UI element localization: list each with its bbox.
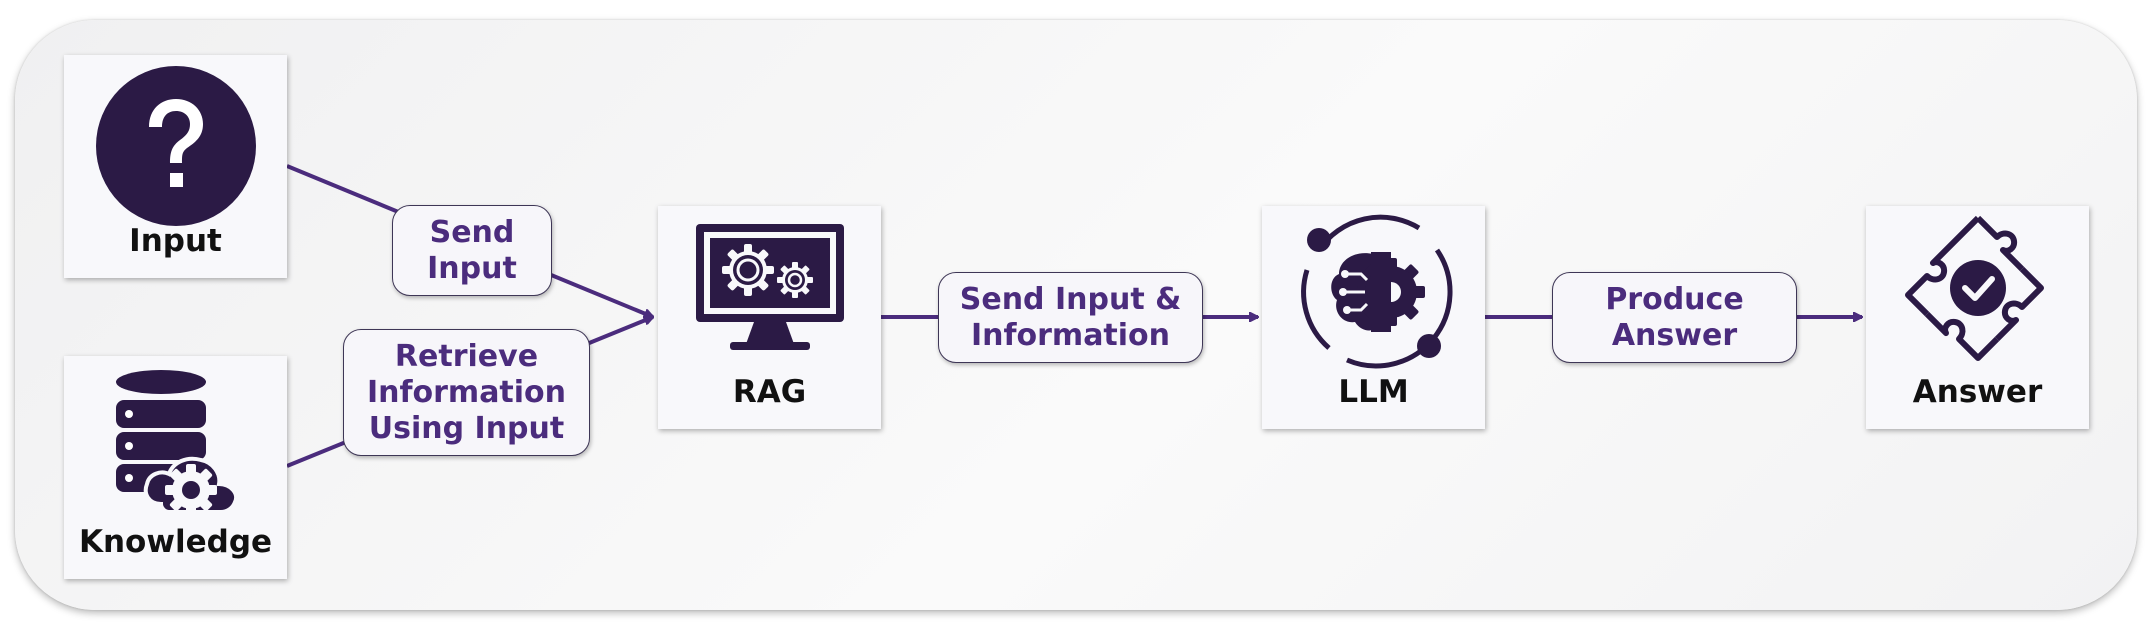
node-rag: RAG: [658, 206, 881, 429]
brain-gear-icon: [1300, 214, 1452, 369]
node-answer-label: Answer: [1912, 374, 2043, 410]
edge-label-produce-answer: Produce Answer: [1552, 272, 1797, 363]
node-knowledge-label: Knowledge: [78, 524, 273, 560]
database-cloud-gear-icon: [115, 370, 238, 516]
puzzle-check-icon: [1904, 215, 2044, 361]
node-rag-label: RAG: [732, 374, 807, 410]
node-llm-label: LLM: [1338, 374, 1409, 410]
question-mark-icon: [95, 66, 256, 226]
monitor-gears-icon: [695, 224, 844, 350]
node-input: Input: [64, 55, 287, 278]
node-llm: LLM: [1262, 206, 1485, 429]
node-knowledge: Knowledge: [64, 356, 287, 579]
node-answer: Answer: [1866, 206, 2089, 429]
edge-label-send-input-information: Send Input & Information: [938, 272, 1203, 363]
edge-label-send-input: Send Input: [392, 205, 552, 296]
edge-label-retrieve-information: Retrieve Information Using Input: [343, 329, 590, 456]
node-input-label: Input: [129, 223, 222, 259]
